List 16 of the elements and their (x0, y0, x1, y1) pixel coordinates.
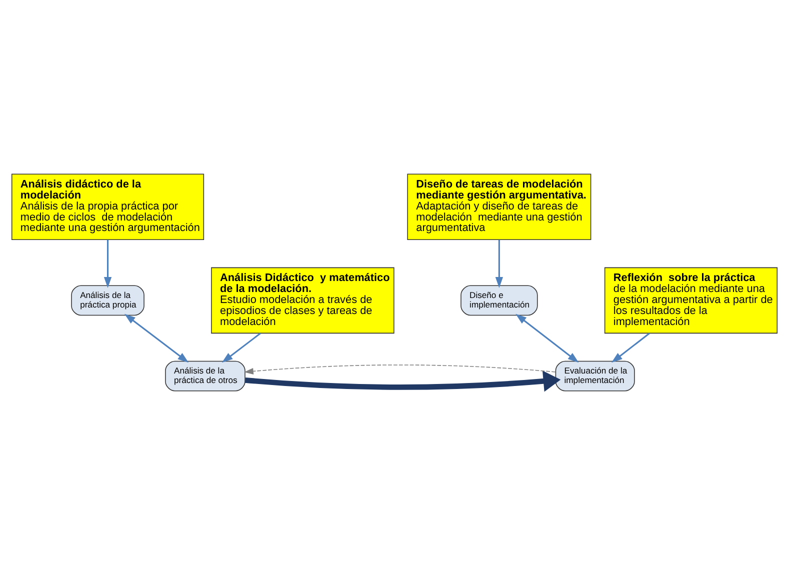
node-box: Diseño de tareas de modelación mediante gestión argumentativa. Adaptación y diseño de tareas de modelación mediante una gestión argumentativa (407, 174, 592, 240)
arrow (611, 332, 650, 363)
node-box: Diseño e implementación (460, 285, 538, 316)
arrow (104, 240, 112, 288)
node-box: Análisis de la práctica de otros (165, 360, 246, 392)
arrow (244, 370, 561, 392)
arrow (124, 314, 189, 363)
node-box: Análisis Didáctico y matemático de la modelación. Estudio modelación a través de episodios de clases y tareas de modelación (211, 267, 394, 334)
node-box: Evaluación de la implementación (555, 360, 635, 392)
arrow (495, 240, 503, 288)
arrow (516, 314, 579, 363)
node-box: Análisis de la práctica propia (71, 285, 144, 316)
node-box: Reflexión sobre la práctica de la modelación mediante una gestión argumentativa a partir de los resultados de la implementación (604, 267, 778, 334)
arrow (222, 332, 261, 363)
arrow (244, 364, 556, 375)
node-box: Análisis didáctico de la modelación Análisis de la propia práctica por medio de ciclos de modelación mediante una gestión argumentación (11, 174, 204, 240)
